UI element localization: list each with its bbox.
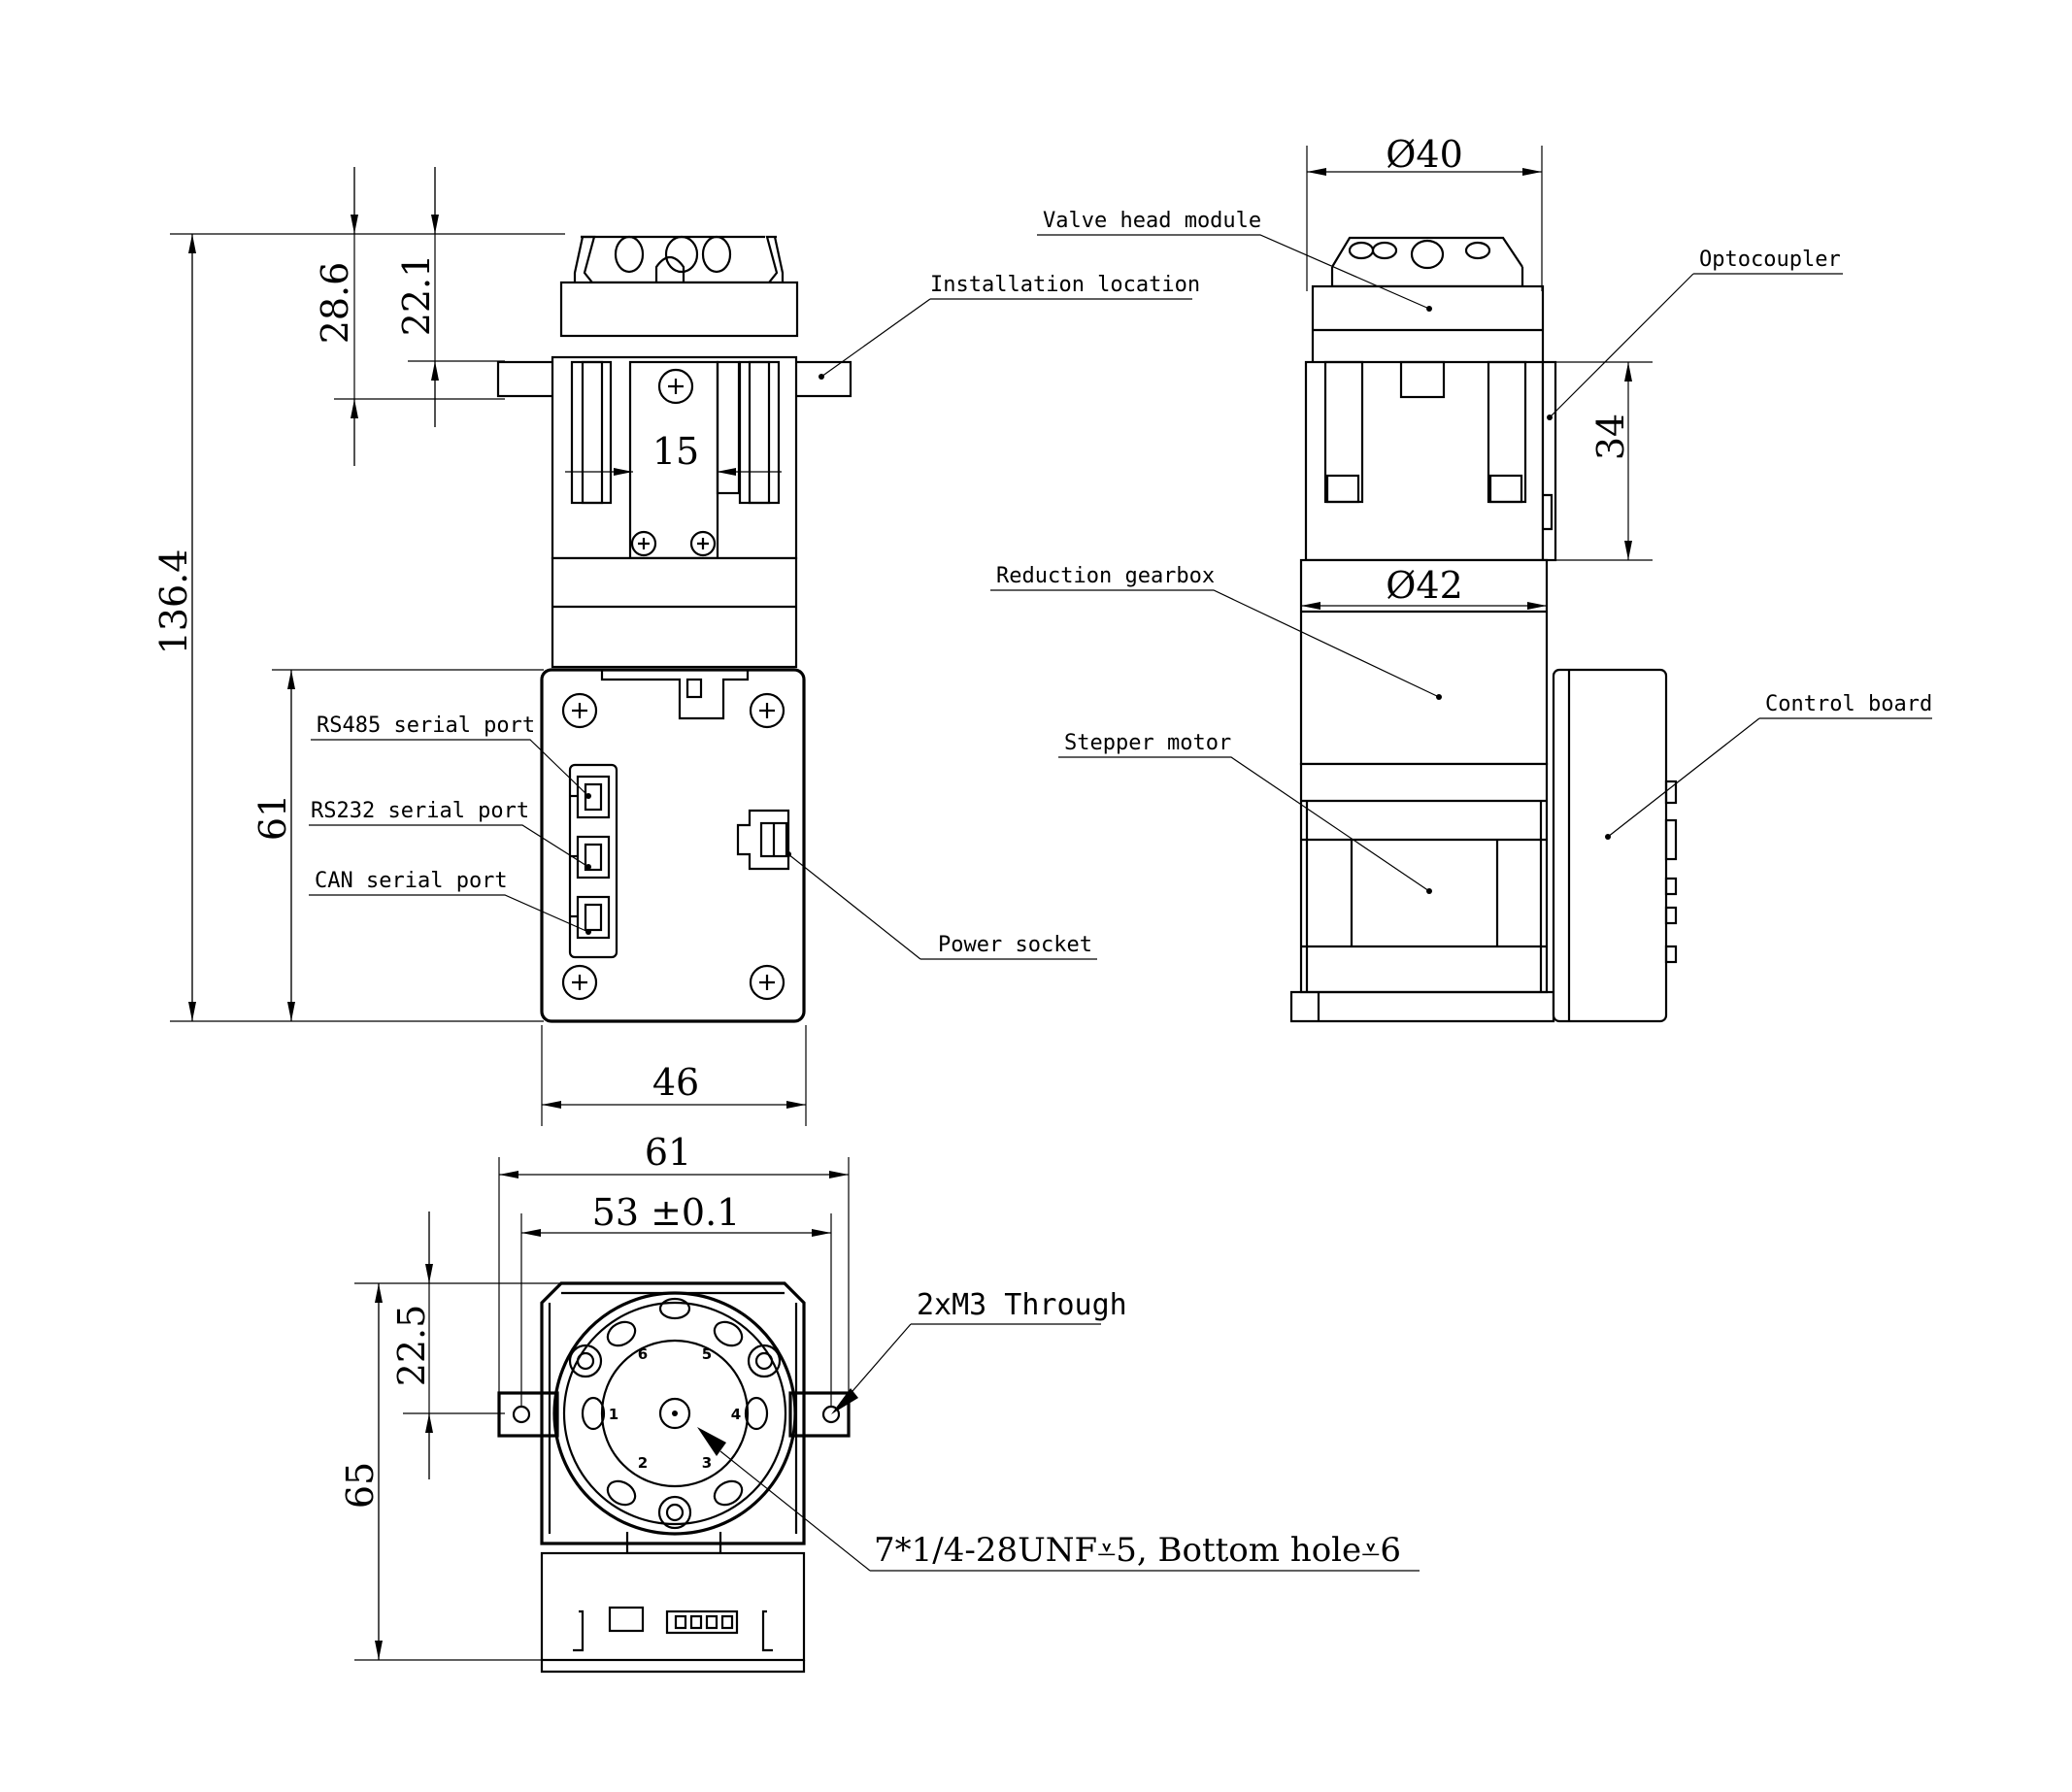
gearbox-body [551, 556, 798, 669]
front-view: 28.6 22.1 15 136.4 61 46 [152, 167, 1200, 1126]
label-control-board: Control board [1765, 692, 1932, 716]
label-reduction-gearbox: Reduction gearbox [996, 564, 1215, 588]
dim-61-total: 61 [645, 1131, 691, 1174]
dim-65: 65 [339, 1462, 382, 1509]
label-optocoupler: Optocoupler [1699, 248, 1841, 272]
port-number-5: 5 [702, 1345, 712, 1363]
dim-22-1: 22.1 [395, 254, 438, 337]
label-rs232-port: RS232 serial port [311, 799, 529, 823]
left-flange-ear [496, 360, 556, 398]
side-dimensions: Ø40 Ø42 34 [1301, 133, 1653, 610]
dim-46: 46 [652, 1061, 699, 1104]
port-connector-frame [568, 763, 618, 959]
dim-34: 34 [1589, 414, 1632, 460]
dim-136-4: 136.4 [152, 549, 195, 655]
top-view: 1 2 3 4 5 6 61 53 ± [339, 1131, 1420, 1674]
dim-22-5: 22.5 [390, 1305, 433, 1387]
valve-screws [568, 1344, 782, 1530]
optocoupler-body [1541, 360, 1557, 562]
port-number-3: 3 [702, 1454, 712, 1472]
side-housing [1304, 360, 1557, 562]
label-stepper-motor: Stepper motor [1064, 731, 1231, 755]
side-control-board [1552, 668, 1678, 1023]
port-number-2: 2 [638, 1454, 648, 1472]
front-callouts: Installation location RS485 serial port … [309, 273, 1200, 960]
front-flange-housing [496, 355, 852, 669]
port-number-1: 1 [609, 1406, 618, 1423]
label-installation-location: Installation location [930, 273, 1200, 297]
label-port-threads: 7*1/4-28UNF⩡5, Bottom hole⩡6 [874, 1531, 1401, 1570]
label-power-socket: Power socket [938, 933, 1092, 957]
label-valve-head-module: Valve head module [1043, 209, 1261, 233]
top-valve-disk: 1 2 3 4 5 6 [552, 1291, 797, 1536]
top-bottom-board [540, 1532, 806, 1674]
rs485-connector [570, 775, 611, 819]
valve-port-holes [581, 1297, 769, 1507]
rs232-connector [570, 835, 611, 879]
port-number-4: 4 [731, 1406, 741, 1423]
dim-dia-40: Ø40 [1386, 133, 1463, 176]
side-stepper-motor [1289, 762, 1555, 1023]
side-valve-head [1311, 236, 1545, 368]
dim-53-tolerance: 53 ±0.1 [592, 1191, 741, 1234]
dim-dia-42: Ø42 [1386, 564, 1463, 607]
label-rs485-port: RS485 serial port [317, 713, 535, 738]
front-valve-head [559, 235, 799, 338]
side-view: Ø40 Ø42 34 Valve head module Optocoupler… [990, 133, 1932, 1023]
side-callouts: Valve head module Optocoupler Reduction … [990, 209, 1932, 894]
dim-61-board: 61 [251, 794, 294, 841]
mount-hole-right [821, 1405, 841, 1424]
label-2xm3-through: 2xM3 Through [917, 1288, 1127, 1322]
port-number-6: 6 [638, 1345, 648, 1363]
dim-15: 15 [652, 430, 699, 473]
valve-head-body [559, 281, 799, 338]
dim-28-6: 28.6 [314, 262, 356, 345]
side-valve-head-body [1311, 284, 1545, 368]
label-can-port: CAN serial port [315, 869, 508, 893]
housing-body [551, 355, 798, 560]
top-dimensions: 61 53 ±0.1 22.5 65 [339, 1131, 850, 1661]
mount-hole-left [512, 1405, 531, 1424]
can-connector [570, 895, 611, 940]
power-socket-connector [736, 809, 790, 871]
board-screws [561, 692, 785, 1001]
front-control-board [540, 668, 806, 1023]
top-callouts: 2xM3 Through 7*1/4-28UNF⩡5, Bottom hole⩡… [697, 1288, 1420, 1572]
front-dimensions: 28.6 22.1 15 136.4 61 46 [152, 167, 807, 1126]
